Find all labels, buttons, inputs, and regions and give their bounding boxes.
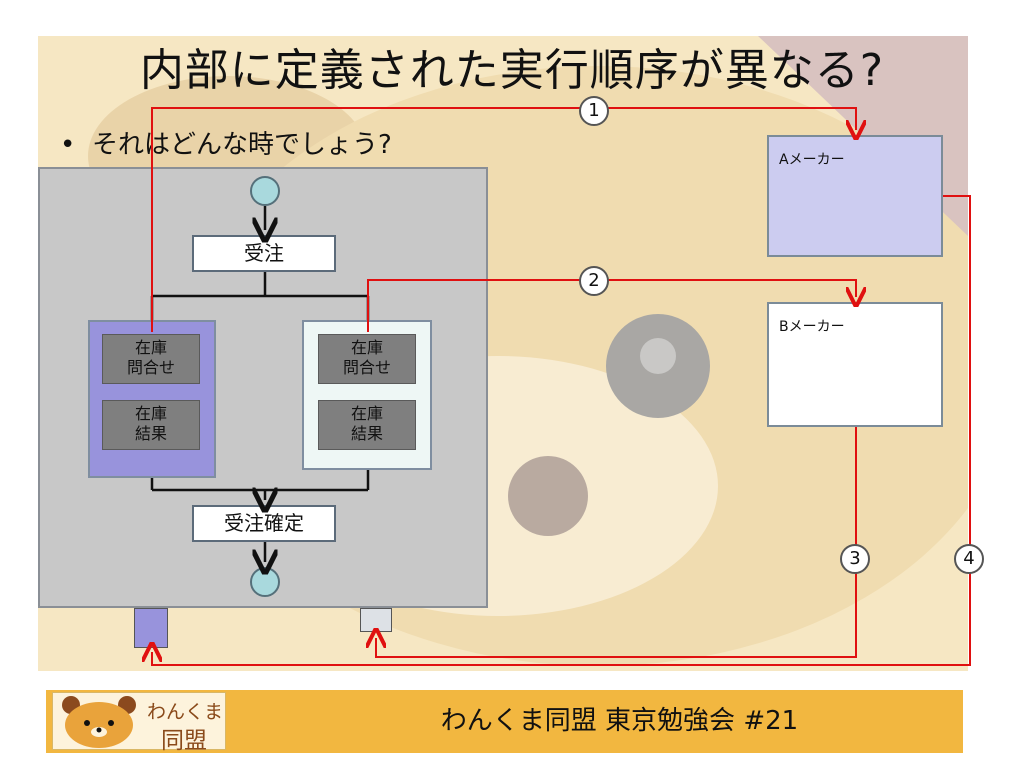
lane-left: 在庫 問合せ 在庫 結果 xyxy=(88,320,216,478)
maker-b-box: Bメーカー xyxy=(767,302,943,427)
right-stock-result: 在庫 結果 xyxy=(318,400,416,450)
connector-3 xyxy=(376,427,857,658)
left-stock-query: 在庫 問合せ xyxy=(102,334,200,384)
bullet-point: • それはどんな時でしょう? xyxy=(60,124,392,161)
marker-4: 4 xyxy=(954,544,984,574)
bullet-dot: • xyxy=(60,130,76,160)
connector-2 xyxy=(367,279,856,332)
wankuma-logo: わんくま 同盟 xyxy=(52,692,226,754)
lane-right: 在庫 問合せ 在庫 結果 xyxy=(302,320,432,470)
bear-logo-icon xyxy=(62,696,136,748)
logo-text-line2: 同盟 xyxy=(161,728,207,754)
logo-text-line1: わんくま xyxy=(147,701,224,723)
maker-a-label: Aメーカー xyxy=(779,152,845,168)
connector-4 xyxy=(152,195,971,666)
slide-title: 内部に定義された実行順序が異なる? xyxy=(139,45,885,96)
right-stock-query: 在庫 問合せ xyxy=(318,334,416,384)
marker-2: 2 xyxy=(579,266,609,296)
order-step: 受注 xyxy=(192,235,336,272)
footer-bar: わんくま 同盟 わんくま同盟 東京勉強会 #21 xyxy=(46,690,963,754)
marker-1: 1 xyxy=(579,96,609,126)
start-node xyxy=(250,176,280,206)
connector-1 xyxy=(151,107,856,332)
bullet-text: それはどんな時でしょう? xyxy=(92,130,392,160)
left-stock-result: 在庫 結果 xyxy=(102,400,200,450)
maker-a-box: Aメーカー xyxy=(767,135,943,257)
footer-text: わんくま同盟 東京勉強会 #21 xyxy=(440,706,799,736)
maker-b-label: Bメーカー xyxy=(779,319,845,335)
port-left xyxy=(134,608,168,648)
marker-3: 3 xyxy=(840,544,870,574)
